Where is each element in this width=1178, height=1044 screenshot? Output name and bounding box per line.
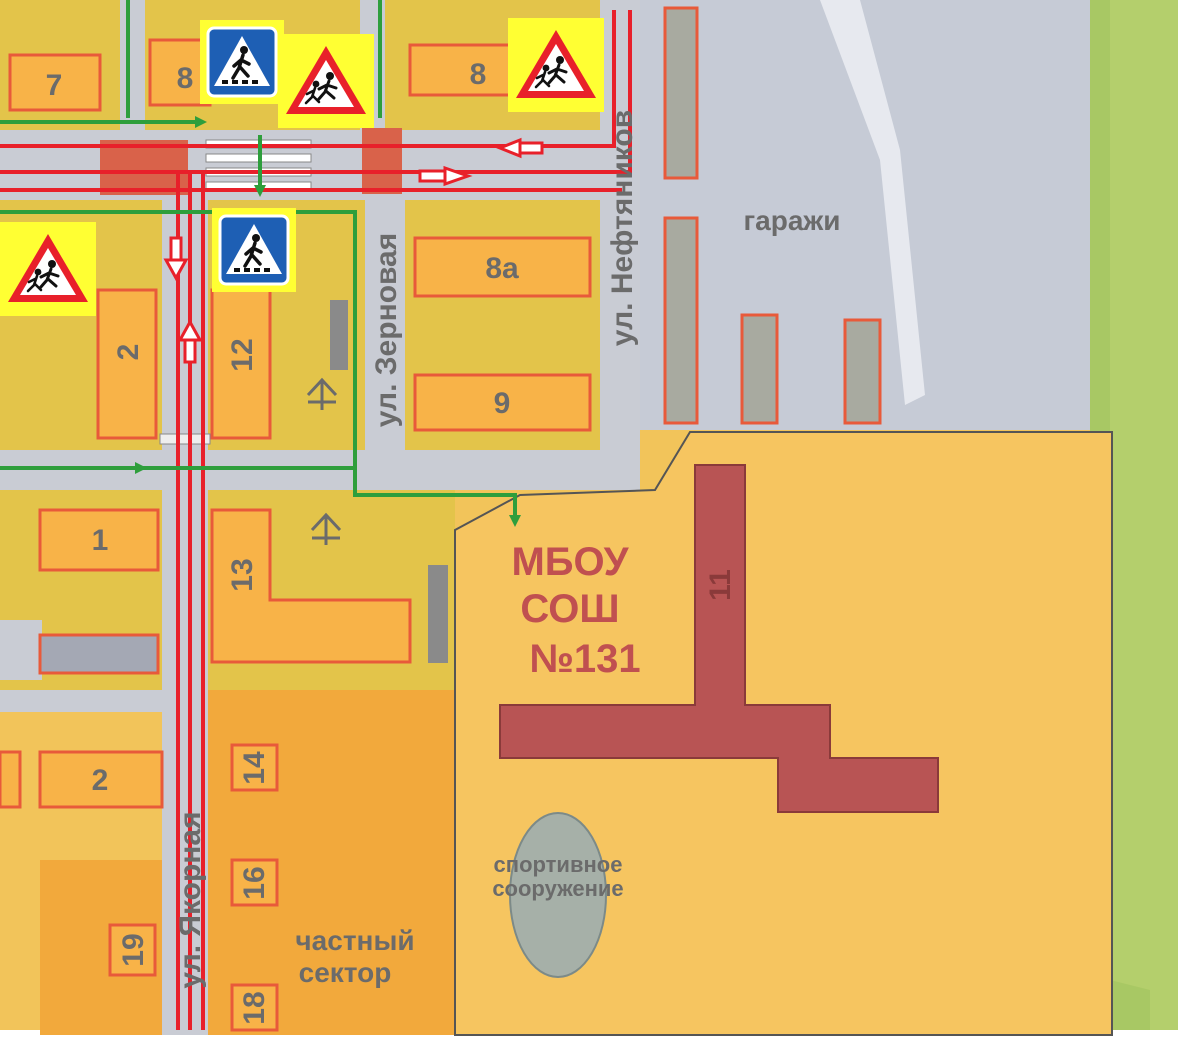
road-neftyanikov (600, 0, 640, 470)
school-label-line1: МБОУ (511, 540, 629, 584)
children-warning-sign-left (0, 220, 98, 318)
building-label: 12 (226, 338, 259, 371)
road-zernovaya (365, 200, 405, 460)
sport-label-line2: сооружение (492, 876, 623, 901)
building-13 (210, 508, 412, 664)
building-8a (413, 236, 592, 298)
building-label: 18 (238, 991, 271, 1024)
school-label-line3: №131 (529, 637, 640, 681)
garages-label: гаражи (744, 205, 841, 236)
building-label: 13 (226, 558, 259, 591)
building-18 (230, 983, 279, 1032)
building-label: 1 (92, 524, 109, 557)
building-2-bottom (38, 750, 164, 809)
pedestrian-crossing-sign-middle (210, 206, 298, 294)
building-label: 2 (112, 344, 145, 361)
building-label: 8 (470, 58, 487, 91)
building-2-top (96, 288, 158, 440)
building-9 (413, 373, 592, 432)
sport-facility (509, 812, 607, 978)
children-warning-sign-top (276, 32, 376, 130)
playground-icon (306, 377, 338, 410)
building-label: 16 (238, 866, 271, 899)
garages (663, 6, 882, 425)
building-19 (108, 923, 157, 977)
building-16 (230, 858, 279, 907)
playground-icon (310, 512, 342, 545)
building-label: 14 (238, 751, 271, 785)
building-label: 9 (494, 387, 511, 420)
school-building (499, 464, 939, 813)
private-sector-label-line1: частный (295, 925, 414, 956)
building-label: 19 (117, 933, 150, 966)
building-group (0, 38, 592, 1032)
building-label: 11 (704, 569, 737, 601)
street-label-zernovaya: ул. Зерновая (370, 233, 403, 428)
building-7 (8, 53, 102, 112)
school-label-line2: СОШ (520, 587, 619, 631)
vehicle-route (0, 10, 632, 1030)
building-label: 7 (46, 69, 63, 102)
children-warning-sign-right (506, 16, 606, 114)
private-sector-label-line2: сектор (299, 957, 392, 988)
street-label-neftyanikov: ул. Нефтяников (606, 110, 639, 346)
building-label: 8а (485, 252, 519, 285)
sport-label-line1: спортивное (494, 852, 623, 877)
building-14 (230, 743, 279, 792)
building-label: 8 (177, 62, 194, 95)
building-label: 2 (92, 764, 109, 797)
pedestrian-route (0, 0, 517, 515)
building-1 (38, 508, 160, 572)
street-label-yakornaya: ул. Якорная (174, 811, 207, 988)
building-12 (210, 288, 272, 440)
pedestrian-crossing-sign-top (198, 18, 286, 106)
